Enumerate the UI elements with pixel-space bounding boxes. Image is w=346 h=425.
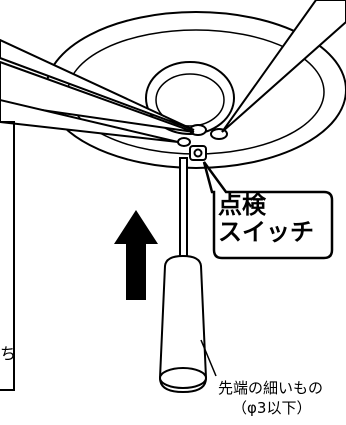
wedge-top-right [221, 0, 346, 133]
tool-leader-line [200, 339, 217, 377]
fixture-hole-front [177, 137, 191, 147]
up-arrow-shape [114, 210, 158, 300]
wedge-low-left [0, 98, 179, 143]
up-arrow [114, 210, 158, 300]
fixture-dome-inner [155, 73, 225, 127]
callout-line-1: 点検 [218, 191, 266, 219]
pointer-wedge-right [221, 0, 346, 133]
callout-bubble [202, 161, 334, 260]
tool-caption: 先端の細いもの （φ3以下） [218, 378, 346, 418]
callout-frame [202, 161, 334, 260]
inspection-switch [189, 145, 207, 161]
tool-caption-line-2: （φ3以下） [232, 399, 312, 417]
callout-line-2: スイッチ [218, 218, 314, 246]
wedge-top-left [0, 38, 195, 131]
pointer-wedges-left [0, 38, 195, 143]
screwdriver [158, 157, 217, 394]
left-panel-glyph: ち [0, 344, 17, 363]
inspection-switch-label: 点検 スイッチ [212, 192, 332, 256]
left-panel-outline [0, 121, 15, 391]
wedge-mid-left [0, 60, 195, 133]
switch-button [193, 148, 203, 158]
screwdriver-handle-end [159, 367, 207, 389]
tool-caption-line-1: 先端の細いもの [218, 379, 324, 397]
